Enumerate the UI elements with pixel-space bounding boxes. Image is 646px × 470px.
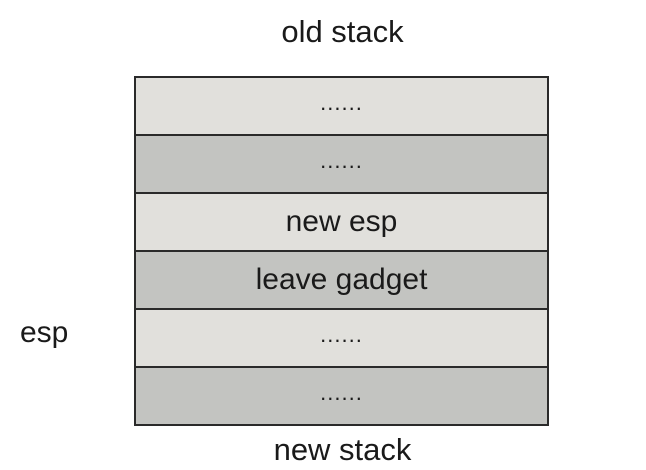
stack-slot: ......: [136, 368, 547, 424]
stack-slot-leave-gadget: leave gadget: [136, 252, 547, 310]
esp-pointer-label: esp: [20, 316, 69, 349]
stack-slot: ......: [136, 78, 547, 136]
stack-slot: ......: [136, 310, 547, 368]
stack-diagram: ...... ...... new esp leave gadget .....…: [134, 76, 549, 426]
new-stack-label: new stack: [273, 432, 412, 467]
stack-slot: ......: [136, 136, 547, 194]
stack-slot-new-esp: new esp: [136, 194, 547, 252]
old-stack-label: old stack: [281, 14, 404, 49]
